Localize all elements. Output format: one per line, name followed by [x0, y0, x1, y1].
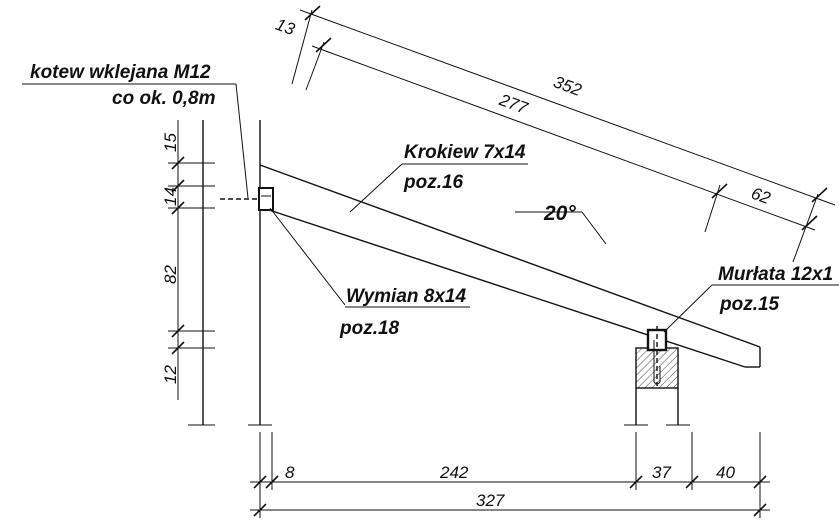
vert-tick-4: [171, 324, 185, 338]
rafter-label-line2: poz.16: [403, 172, 464, 193]
bottom-dimensions: 8 242 37 40 327: [250, 432, 770, 518]
anchor-label-line1: kotew wklejana M12: [30, 62, 211, 83]
wallplate-callout: Murłata 12x1 poz.15: [663, 264, 839, 333]
rafter-label-line1: Krokiew 7x14: [404, 142, 526, 163]
anchor-callout: kotew wklejana M12 co ok. 0,8m: [22, 62, 260, 200]
rafter-callout: Krokiew 7x14 poz.16: [349, 142, 528, 213]
trimmer-label-line1: Wymian 8x14: [346, 286, 466, 307]
bottom-tick-6: [253, 503, 267, 517]
dim-bottom-37: 37: [652, 463, 671, 482]
slope-tick-b: [315, 37, 332, 53]
wall-support: [624, 326, 690, 426]
dim-slope-13: 13: [273, 15, 298, 40]
slope-tick-c: [711, 183, 728, 199]
dim-slope-352: 352: [551, 72, 585, 100]
dim-vert-15: 15: [161, 133, 180, 152]
trimmer-label-line2: poz.18: [339, 318, 400, 339]
dim-vert-12: 12: [161, 365, 180, 384]
rafter-bottom-edge: [259, 206, 746, 368]
wallplate-label-line2: poz.15: [719, 294, 780, 315]
anchor-leader: [235, 83, 249, 199]
vertical-dimension-chain: 15 14 82 12: [161, 120, 215, 400]
slope-ext-1: [291, 9, 313, 85]
wall-lines: [188, 120, 272, 426]
dim-slope-277: 277: [496, 90, 531, 118]
slope-tick-e: [811, 187, 828, 203]
slope-tick-a: [304, 5, 321, 21]
vert-tick-5: [171, 341, 185, 355]
bottom-tick-1: [253, 475, 267, 489]
dim-bottom-8: 8: [285, 463, 295, 482]
bottom-tick-2: [265, 475, 279, 489]
anchor-label-line2: co ok. 0,8m: [112, 88, 216, 109]
trimmer-leader: [269, 207, 346, 306]
dim-vert-82: 82: [161, 265, 180, 284]
rafter: [259, 164, 761, 368]
angle-indicator: 20°: [515, 202, 607, 245]
slope-tick-d: [801, 215, 818, 231]
trimmer: Wymian 8x14 poz.18: [258, 187, 470, 339]
dim-bottom-40: 40: [716, 463, 735, 482]
slope-ext-4: [792, 193, 819, 263]
trimmer-section: [258, 187, 274, 211]
dim-bottom-327: 327: [476, 491, 505, 510]
dim-vert-14: 14: [161, 187, 180, 206]
rafter-top-edge: [259, 164, 761, 348]
slope-ext-2: [305, 41, 325, 91]
bottom-tick-5: [753, 475, 767, 489]
bottom-tick-7: [753, 503, 767, 517]
wallplate-leader: [663, 284, 713, 333]
vert-tick-1: [171, 156, 185, 170]
dim-bottom-242: 242: [439, 463, 469, 482]
angle-slope: [581, 211, 607, 245]
bottom-tick-4: [685, 475, 699, 489]
angle-label: 20°: [543, 202, 576, 225]
wallplate-label-line1: Murłata 12x1: [718, 264, 833, 285]
slope-dim-line-352: [299, 9, 836, 206]
dim-slope-62: 62: [749, 184, 774, 209]
vert-tick-3: [171, 201, 185, 215]
slope-dim-line-277: [311, 45, 816, 231]
bottom-tick-3: [629, 475, 643, 489]
rafter-leader: [349, 163, 403, 213]
vert-tick-2: [171, 179, 185, 193]
